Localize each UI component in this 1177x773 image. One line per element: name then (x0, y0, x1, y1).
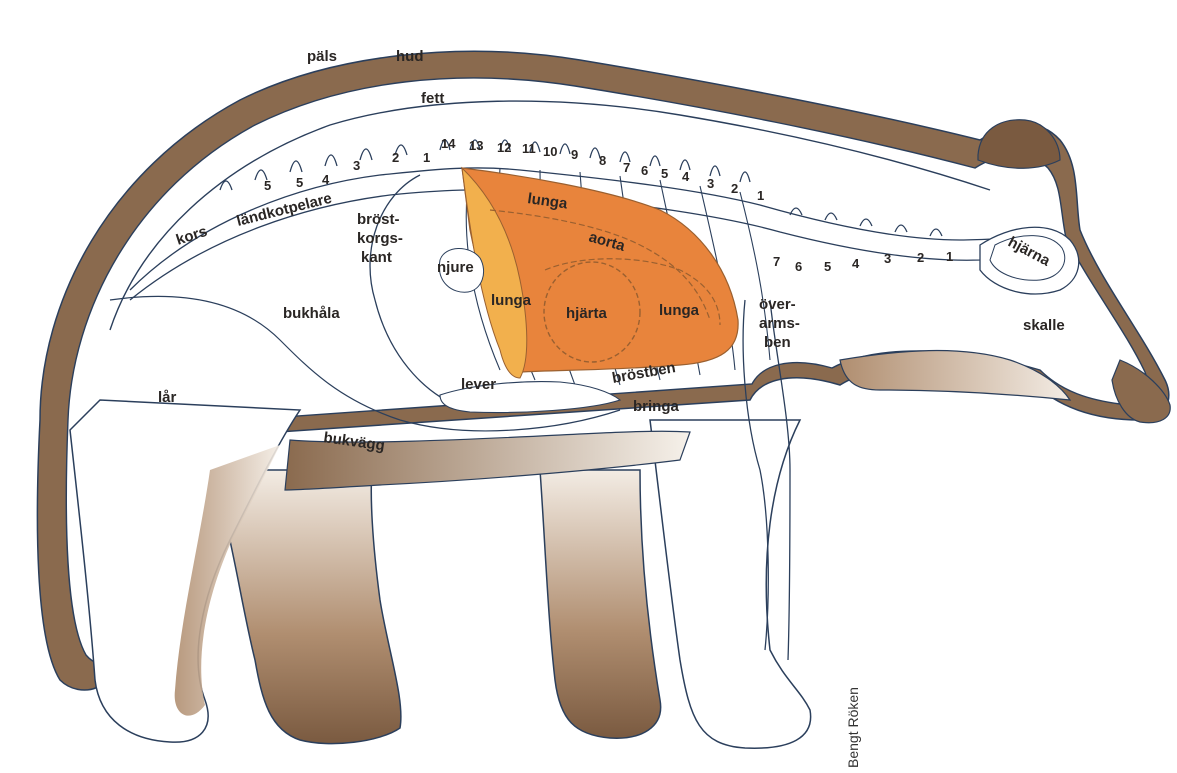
rib-number: 1 (757, 188, 764, 203)
neck-number: 4 (852, 256, 860, 271)
neck-number: 3 (884, 251, 891, 266)
photo-credit: Bengt Röken (845, 687, 861, 768)
neck-number: 6 (795, 259, 802, 274)
label-fett: fett (421, 90, 444, 107)
rib-number: 14 (441, 136, 456, 151)
near-front-leg (650, 420, 811, 748)
label-brostkorgskant-3: kant (361, 249, 392, 266)
rib-number: 8 (599, 153, 606, 168)
rib-number: 13 (469, 138, 483, 153)
lumbar-number: 5 (264, 178, 271, 193)
label-lever: lever (461, 376, 496, 393)
rib-number: 11 (522, 141, 536, 156)
neck-number: 7 (773, 254, 780, 269)
label-overarmsben-3: ben (764, 334, 791, 351)
label-overarmsben-1: över- (759, 296, 796, 313)
rib-number: 3 (707, 176, 714, 191)
label-njure: njure (437, 259, 474, 276)
lumbar-number: 3 (353, 158, 360, 173)
rib-number: 6 (641, 163, 648, 178)
label-bringa: bringa (633, 398, 679, 415)
neck-number: 1 (946, 249, 953, 264)
label-hud: hud (396, 48, 424, 65)
neck-number: 2 (917, 250, 924, 265)
rib-number: 7 (623, 160, 630, 175)
lumbar-number: 4 (322, 172, 330, 187)
lumbar-number: 2 (392, 150, 399, 165)
lumbar-number: 1 (423, 150, 430, 165)
rib-number: 5 (661, 166, 668, 181)
label-brostkorgskant-2: korgs- (357, 230, 403, 247)
rib-number: 9 (571, 147, 578, 162)
label-pals: päls (307, 48, 337, 65)
label-lunga-right: lunga (659, 302, 700, 319)
ear (978, 120, 1060, 168)
lumbar-number: 5 (296, 175, 303, 190)
label-hjarta: hjärta (566, 305, 608, 322)
rib-number: 2 (731, 181, 738, 196)
rib-number: 10 (543, 144, 557, 159)
rib-number: 4 (682, 169, 690, 184)
label-brostkorgskant-1: bröst- (357, 211, 400, 228)
label-bukhala: bukhåla (283, 305, 340, 322)
neck-number: 5 (824, 259, 831, 274)
rib-number: 12 (497, 140, 511, 155)
label-overarmsben-2: arms- (759, 315, 800, 332)
far-front-leg (540, 470, 661, 738)
label-skalle: skalle (1023, 317, 1065, 334)
label-lar: lår (158, 389, 177, 406)
label-lunga-left: lunga (491, 292, 532, 309)
